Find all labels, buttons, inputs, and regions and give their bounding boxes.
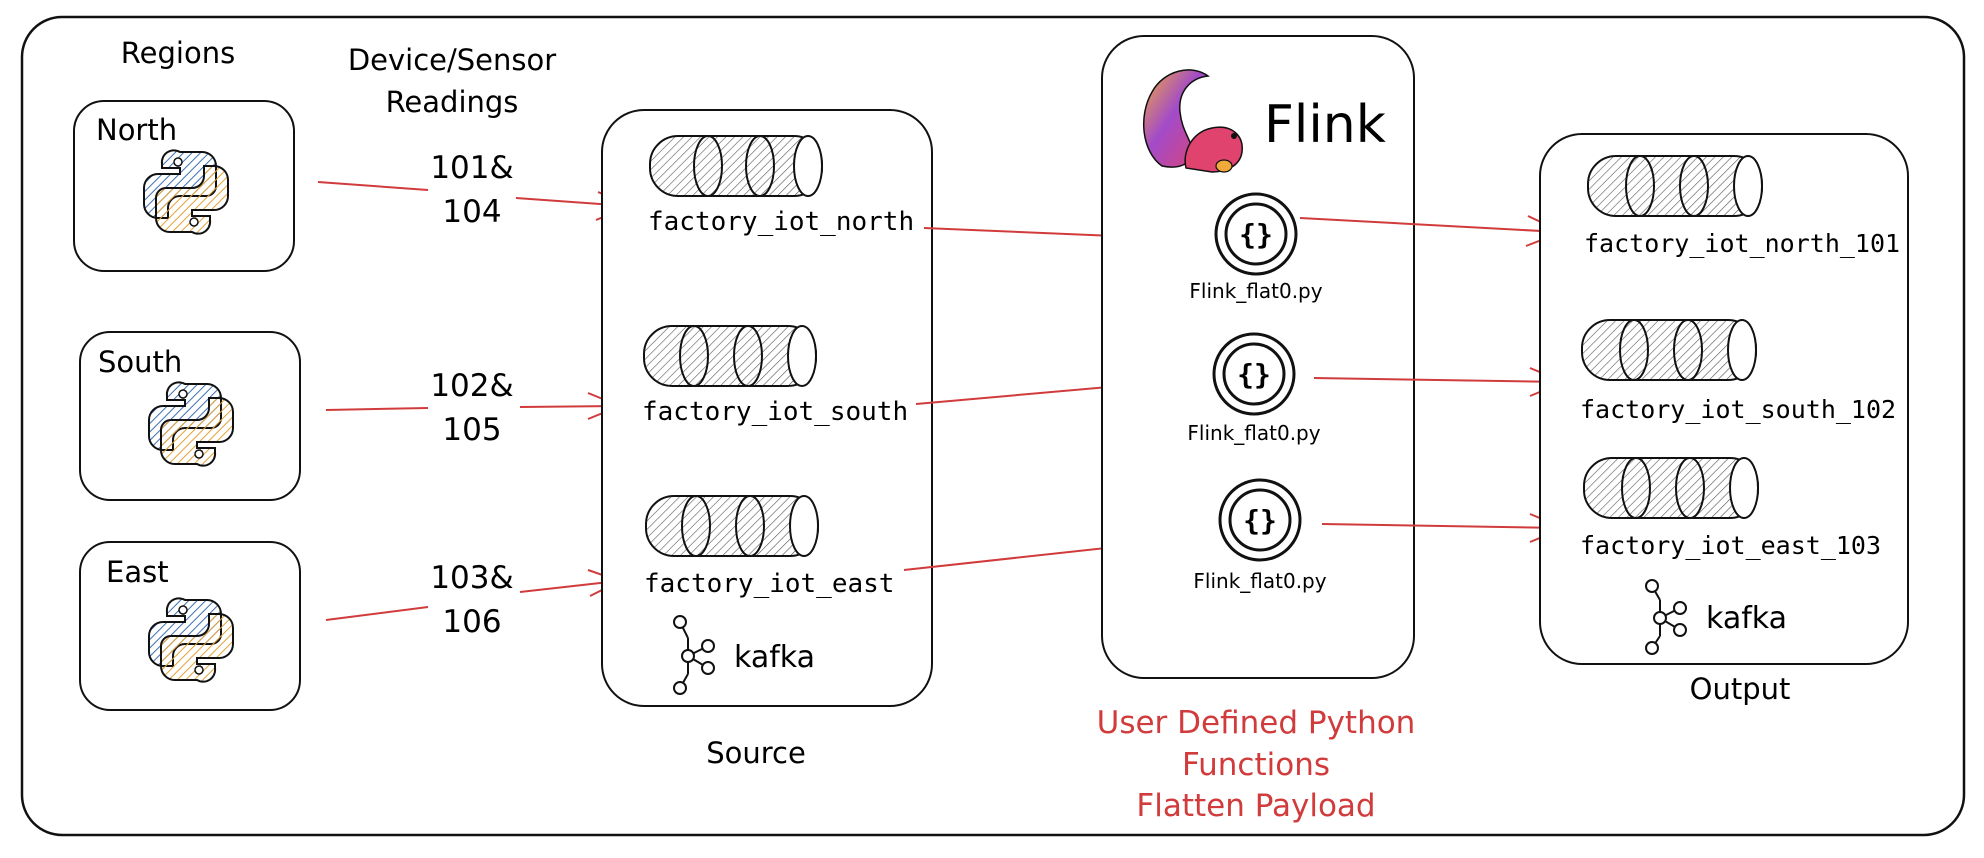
source-label: Source: [706, 736, 806, 770]
python-logo-icon: [148, 597, 234, 683]
kafka-topic-cylinder-icon: [1587, 155, 1763, 217]
python-logo-icon: [148, 381, 234, 467]
kafka-topic-cylinder-icon: [649, 135, 823, 197]
kafka-topic-cylinder-icon: [1581, 319, 1757, 381]
source-topic-south: factory_iot_south: [642, 397, 908, 427]
flink-title: Flink: [1264, 95, 1386, 155]
kafka-label-output: kafka: [1706, 601, 1787, 636]
device-ids-south-line1: 102&: [430, 368, 513, 404]
python-logo-icon: [143, 149, 229, 235]
output-topic-east: factory_iot_east_103: [1580, 531, 1881, 560]
svg-text:{}: {}: [1239, 218, 1273, 251]
region-name-east: East: [106, 555, 169, 589]
udf-caption-line1: User Defined Python: [1097, 705, 1416, 741]
code-braces-icon: {}: [1212, 332, 1296, 416]
svg-text:{}: {}: [1243, 504, 1277, 537]
device-ids-north-line2: 104: [442, 194, 501, 230]
kafka-topic-cylinder-icon: [1583, 457, 1759, 519]
flink-squirrel-icon: [1142, 69, 1243, 173]
udf-caption-line2: Functions: [1182, 747, 1330, 783]
region-name-south: South: [98, 345, 182, 379]
svg-text:{}: {}: [1237, 358, 1271, 391]
kafka-topic-cylinder-icon: [643, 325, 817, 387]
outer-frame: [20, 15, 1966, 837]
regions-heading: Regions: [121, 36, 235, 70]
kafka-logo-icon: [1645, 579, 1687, 655]
kafka-label-source: kafka: [734, 640, 815, 675]
code-braces-icon: {}: [1214, 192, 1298, 276]
udf-file-south: Flink_flat0.py: [1187, 421, 1320, 445]
kafka-logo-icon: [673, 615, 715, 695]
source-topic-east: factory_iot_east: [644, 569, 894, 599]
region-name-north: North: [96, 113, 177, 147]
readings-heading-line2: Readings: [386, 85, 519, 119]
output-topic-south: factory_iot_south_102: [1580, 395, 1896, 424]
output-label: Output: [1690, 672, 1791, 706]
device-ids-east-line1: 103&: [430, 560, 513, 596]
output-topic-north: factory_iot_north_101: [1584, 229, 1900, 258]
source-topic-north: factory_iot_north: [648, 207, 914, 237]
device-ids-east-line2: 106: [442, 604, 501, 640]
udf-caption-line3: Flatten Payload: [1136, 788, 1375, 824]
code-braces-icon: {}: [1218, 478, 1302, 562]
udf-file-east: Flink_flat0.py: [1193, 569, 1326, 593]
readings-heading-line1: Device/Sensor: [348, 43, 556, 77]
kafka-topic-cylinder-icon: [645, 495, 819, 557]
device-ids-south-line2: 105: [442, 412, 501, 448]
kafka-output-cluster: [1539, 133, 1909, 665]
udf-file-north: Flink_flat0.py: [1189, 279, 1322, 303]
device-ids-north-line1: 101&: [430, 150, 513, 186]
